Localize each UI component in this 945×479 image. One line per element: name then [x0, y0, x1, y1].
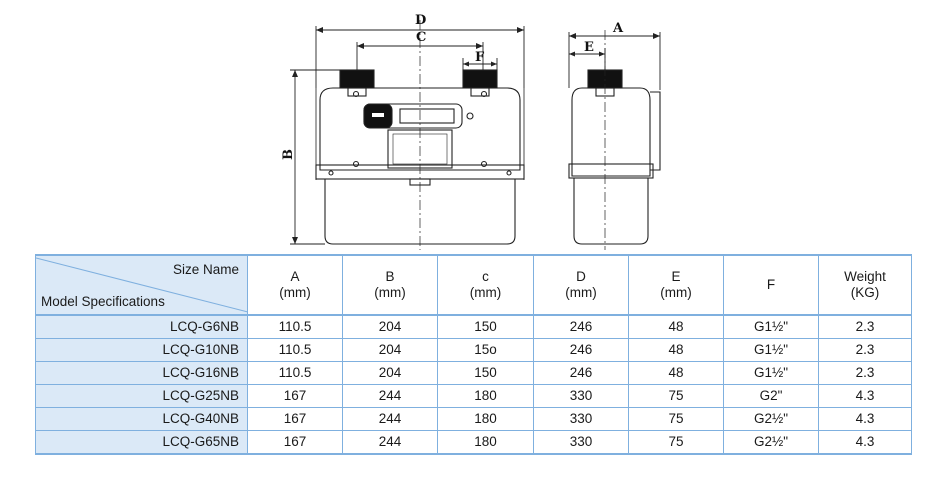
- dim-label-e: E: [584, 40, 594, 55]
- cell-a: 167: [247, 407, 343, 431]
- col-header-c: c(mm): [437, 254, 534, 316]
- cell-weight: 2.3: [818, 338, 912, 362]
- table-row: LCQ-G6NB 110.5 204 150 246 48 G1½" 2.3: [35, 314, 912, 339]
- table-row: LCQ-G10NB 110.5 204 15o 246 48 G1½" 2.3: [35, 338, 912, 362]
- model-cell: LCQ-G10NB: [35, 338, 248, 362]
- cell-d: 246: [533, 361, 629, 385]
- cell-f: G2½": [723, 407, 819, 431]
- cell-b: 244: [342, 430, 438, 455]
- col-header-a: A(mm): [247, 254, 343, 316]
- cell-c: 15o: [437, 338, 534, 362]
- cell-weight: 2.3: [818, 314, 912, 339]
- dim-label-b: B: [281, 149, 296, 160]
- cell-f: G1½": [723, 361, 819, 385]
- cell-d: 330: [533, 430, 629, 455]
- col-header-e: E(mm): [628, 254, 724, 316]
- model-cell: LCQ-G25NB: [35, 384, 248, 408]
- cell-e: 48: [628, 338, 724, 362]
- model-cell: LCQ-G6NB: [35, 314, 248, 339]
- specification-table: Size Name Model Specifications A(mm) B(m…: [35, 254, 912, 455]
- cell-a: 167: [247, 384, 343, 408]
- cell-b: 244: [342, 407, 438, 431]
- cell-b: 244: [342, 384, 438, 408]
- size-name-label: Size Name: [172, 262, 239, 277]
- model-cell: LCQ-G16NB: [35, 361, 248, 385]
- cell-a: 110.5: [247, 314, 343, 339]
- cell-f: G2": [723, 384, 819, 408]
- cell-weight: 4.3: [818, 430, 912, 455]
- model-cell: LCQ-G40NB: [35, 407, 248, 431]
- cell-e: 75: [628, 407, 724, 431]
- cell-f: G1½": [723, 314, 819, 339]
- dim-label-d: D: [415, 13, 426, 28]
- table-row: LCQ-G25NB 167 244 180 330 75 G2" 4.3: [35, 384, 912, 408]
- corner-header: Size Name Model Specifications: [35, 254, 248, 316]
- cell-a: 110.5: [247, 338, 343, 362]
- diagonal-divider: [36, 257, 248, 313]
- col-header-f: F: [723, 254, 819, 316]
- col-header-weight: Weight(KG): [818, 254, 912, 316]
- table-header-row: Size Name Model Specifications A(mm) B(m…: [35, 254, 912, 316]
- cell-c: 180: [437, 384, 534, 408]
- cell-weight: 4.3: [818, 384, 912, 408]
- model-cell: LCQ-G65NB: [35, 430, 248, 455]
- cell-e: 48: [628, 361, 724, 385]
- cell-e: 75: [628, 430, 724, 455]
- cell-c: 150: [437, 314, 534, 339]
- table-row: LCQ-G16NB 110.5 204 150 246 48 G1½" 2.3: [35, 361, 912, 385]
- model-specifications-label: Model Specifications: [41, 294, 165, 309]
- cell-a: 110.5: [247, 361, 343, 385]
- cell-c: 150: [437, 361, 534, 385]
- cell-d: 246: [533, 338, 629, 362]
- cell-d: 246: [533, 314, 629, 339]
- cell-c: 180: [437, 407, 534, 431]
- col-header-d: D(mm): [533, 254, 629, 316]
- side-view: [568, 30, 661, 250]
- table-row: LCQ-G40NB 167 244 180 330 75 G2½" 4.3: [35, 407, 912, 431]
- cell-d: 330: [533, 407, 629, 431]
- cell-a: 167: [247, 430, 343, 455]
- col-header-b: B(mm): [342, 254, 438, 316]
- gas-meter-dimension-drawing: D C F B A E: [281, 13, 661, 250]
- cell-f: G1½": [723, 338, 819, 362]
- table-row: LCQ-G65NB 167 244 180 330 75 G2½" 4.3: [35, 430, 912, 455]
- cell-b: 204: [342, 338, 438, 362]
- cell-c: 180: [437, 430, 534, 455]
- cell-weight: 2.3: [818, 361, 912, 385]
- dim-label-c: C: [416, 30, 426, 45]
- cell-f: G2½": [723, 430, 819, 455]
- dim-label-f: F: [475, 50, 485, 65]
- dim-label-a: A: [612, 21, 624, 36]
- cell-e: 75: [628, 384, 724, 408]
- cell-d: 330: [533, 384, 629, 408]
- front-view: [315, 20, 525, 250]
- cell-b: 204: [342, 314, 438, 339]
- cell-e: 48: [628, 314, 724, 339]
- cell-b: 204: [342, 361, 438, 385]
- cell-weight: 4.3: [818, 407, 912, 431]
